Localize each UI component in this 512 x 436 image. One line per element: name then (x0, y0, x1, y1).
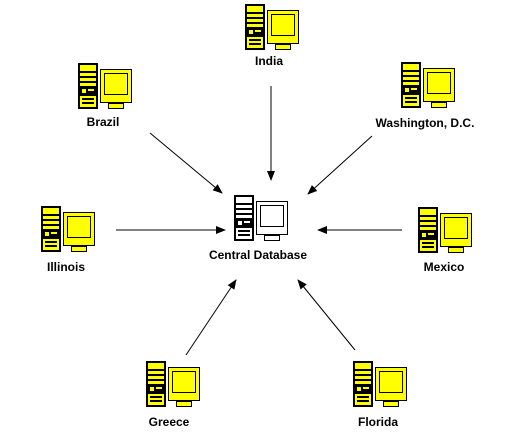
arrow-greece (185, 279, 237, 356)
node-greece: Greece (146, 361, 200, 429)
central-database-label: Central Database (209, 248, 307, 262)
node-mexico: Mexico (418, 207, 472, 274)
node-label-washington: Washington, D.C. (376, 116, 475, 130)
connection-arrows (116, 86, 402, 356)
computer-icon (353, 361, 407, 407)
computer-icon (41, 206, 95, 252)
computer-icon (146, 361, 200, 407)
node-label-mexico: Mexico (424, 260, 465, 274)
node-brazil: Brazil (78, 63, 132, 129)
arrow-washington (307, 135, 373, 195)
computer-icon (401, 62, 455, 108)
node-washington: Washington, D.C. (376, 62, 475, 130)
node-label-india: India (255, 54, 283, 68)
node-florida: Florida (353, 361, 407, 429)
arrow-florida (297, 279, 356, 351)
central-database-node: Central Database (209, 195, 307, 262)
computer-icon (234, 195, 288, 241)
computer-icon (245, 4, 299, 50)
computer-icon (78, 63, 132, 109)
node-label-greece: Greece (149, 415, 190, 429)
node-label-illinois: Illinois (47, 260, 85, 274)
node-illinois: Illinois (41, 206, 95, 274)
node-label-florida: Florida (358, 415, 398, 429)
node-india: India (245, 4, 299, 68)
computer-icon (418, 207, 472, 253)
arrow-brazil (149, 132, 223, 194)
node-label-brazil: Brazil (87, 115, 120, 129)
